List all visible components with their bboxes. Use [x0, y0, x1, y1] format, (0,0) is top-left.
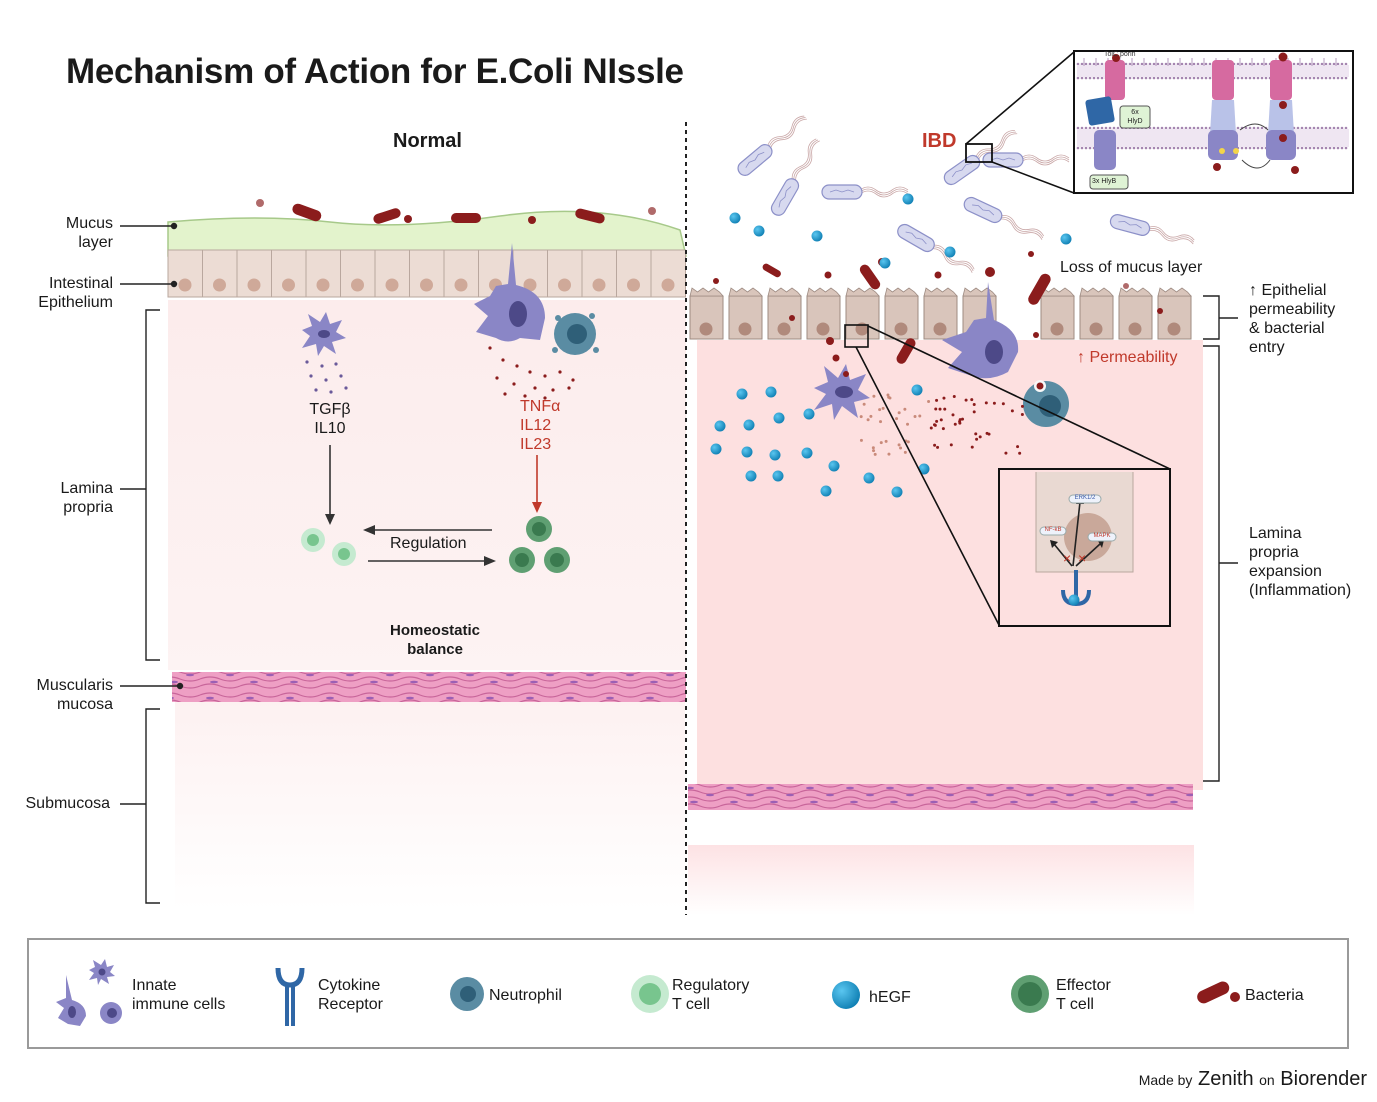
inset-tolc-label: TolC porin	[1104, 51, 1136, 58]
svg-text:×: ×	[1078, 550, 1086, 566]
label-lamina-propria: Lamina propria	[60, 480, 113, 516]
footer-on: on	[1259, 1072, 1275, 1088]
legend-effector-label: Effector T cell	[1056, 977, 1111, 1013]
label-mucus-layer: Mucus layer	[65, 215, 113, 251]
footer-made-by: Made by	[1138, 1072, 1193, 1088]
inset-hlyb-label: 3x HlyB	[1092, 178, 1117, 185]
inset-mapk-label: MAPK	[1093, 533, 1111, 539]
normal-muscularis	[172, 672, 686, 702]
panel-title-ibd: IBD	[922, 130, 957, 152]
permeability-label: ↑ Permeability	[1077, 349, 1178, 366]
footer-platform: Biorender	[1280, 1068, 1367, 1090]
normal-dendritic-cell-large	[474, 243, 545, 342]
normal-pro-inflammatory-dots	[488, 346, 575, 400]
legend-treg-label: Regulatory T cell	[672, 977, 750, 1013]
ibd-dendritic-cell-large	[942, 282, 1019, 379]
pro-inflammatory-cytokines: TNFα IL12 IL23	[520, 398, 561, 453]
normal-neutrophil	[552, 313, 599, 355]
ibd-cytokine-dots	[859, 393, 1024, 456]
legend-hegf-label: hEGF	[869, 989, 911, 1006]
legend-hegf-icon	[832, 981, 860, 1009]
normal-lamina-propria	[168, 300, 686, 670]
normal-bacteria	[256, 199, 656, 224]
normal-mucus-layer	[167, 210, 687, 257]
label-submucosa: Submucosa	[25, 795, 111, 812]
inset-nfkb-label: NF-kB	[1044, 527, 1062, 533]
secretion-inset	[1073, 50, 1354, 194]
legend-bacteria-icon	[1197, 981, 1240, 1004]
normal-submucosa	[175, 700, 685, 910]
loss-of-mucus-label: Loss of mucus layer	[1060, 259, 1203, 276]
legend-box: Innate immune cells Cytokine Receptor Ne…	[27, 938, 1349, 1049]
legend-receptor-label: Cytokine Receptor	[318, 977, 383, 1013]
legend-neutrophil-label: Neutrophil	[489, 987, 562, 1004]
ibd-epithelium	[689, 287, 1192, 340]
normal-dendritic-cell-small	[302, 312, 346, 356]
anti-inflammatory-cytokines: TGFβ IL10	[309, 401, 351, 437]
legend-neutrophil-icon	[450, 977, 484, 1011]
page-title: Mechanism of Action for E.Coli NIssle	[66, 52, 684, 91]
signaling-inset: × ×	[998, 468, 1171, 627]
footer-author: Zenith	[1197, 1068, 1254, 1090]
inset-erk-label: ERK1/2	[1074, 495, 1096, 501]
ibd-bacteria	[713, 251, 1163, 364]
lamina-expansion-note: Lamina propria expansion (Inflammation)	[1249, 525, 1352, 599]
ibd-hegf-particles	[710, 193, 1072, 498]
regulation-label: Regulation	[390, 535, 467, 552]
legend-effector-icon	[1011, 975, 1049, 1013]
normal-regulatory-t-cells	[301, 528, 356, 566]
panel-title-normal: Normal	[393, 130, 462, 152]
legend-receptor-icon	[275, 967, 305, 1026]
legend-treg-icon	[631, 975, 669, 1013]
ibd-muscularis	[688, 784, 1193, 810]
ibd-submucosa	[688, 845, 1194, 915]
label-muscularis-mucosa: Muscularis mucosa	[36, 677, 113, 713]
normal-effector-t-cells	[509, 516, 570, 573]
normal-anti-inflammatory-dots	[305, 360, 348, 394]
legend-innate-label: Innate immune cells	[132, 977, 226, 1013]
svg-text:×: ×	[1063, 550, 1071, 566]
normal-epithelium	[167, 249, 686, 298]
legend-bacteria-label: Bacteria	[1245, 987, 1304, 1004]
label-intestinal-epithelium: Intestinal Epithelium	[38, 275, 113, 311]
inset-hlyd-label: 6x HlyD	[1127, 109, 1143, 125]
ibd-dendritic-cell	[814, 364, 870, 420]
epithelial-permeability-note: ↑ Epithelial permeability & bacterial en…	[1249, 282, 1336, 356]
homeostatic-balance-label: Homeostatic balance	[389, 622, 481, 658]
legend-innate-icon	[56, 959, 122, 1026]
ibd-ecn-bacteria	[737, 115, 1195, 273]
ecn-zoom-box	[965, 143, 993, 163]
right-label-leaders	[1203, 295, 1238, 782]
left-label-leaders	[120, 222, 184, 904]
footer-credit: Made by Zenith on Biorender	[1139, 1068, 1367, 1091]
